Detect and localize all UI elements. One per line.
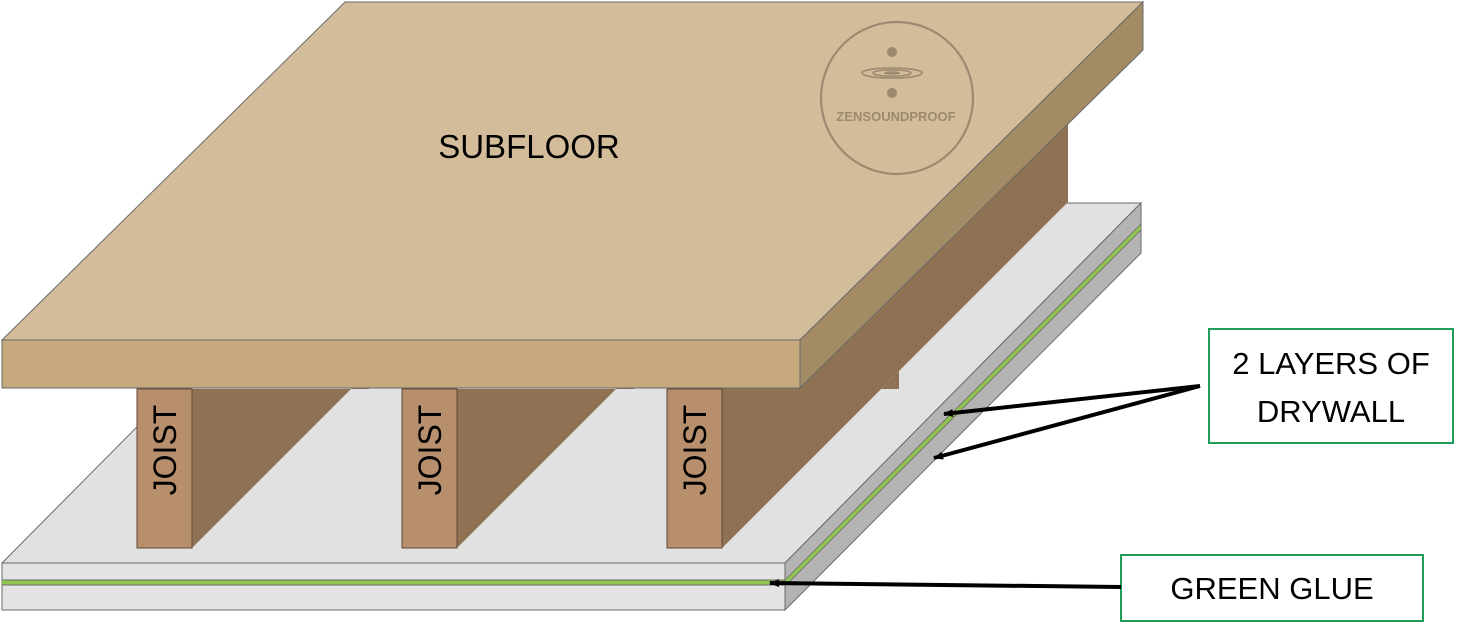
drywall-callout-box	[1208, 328, 1454, 444]
joist-2	[401, 371, 634, 549]
subfloor-front-face	[1, 339, 801, 389]
green-glue-arrow	[769, 579, 1122, 589]
zensoundproof-logo: ZENSOUNDPROOF	[819, 20, 975, 176]
green-glue-callout-box	[1120, 554, 1424, 622]
logo-text: ZENSOUNDPROOF	[836, 109, 955, 124]
subfloor	[0, 0, 1145, 390]
joist-1	[136, 371, 369, 549]
drywall-callout: 2 LAYERS OF DRYWALL	[1208, 328, 1454, 444]
joist-1-side	[192, 371, 369, 548]
joist-2-front	[401, 388, 458, 549]
joist-2-label: JOIST	[412, 405, 448, 496]
drywall-arrow-upper	[943, 384, 1201, 417]
joist-3-label: JOIST	[677, 405, 713, 496]
drywall-front-face	[1, 562, 786, 611]
drywall-callout-line-2: DRYWALL	[1257, 394, 1405, 429]
drywall-callout-line-1: 2 LAYERS OF	[1232, 346, 1430, 381]
joist-1-label: JOIST	[147, 405, 183, 496]
joist-2-side	[457, 371, 634, 548]
subfloor-label: SUBFLOOR	[438, 128, 620, 165]
green-glue-front	[2, 580, 785, 585]
joist-back-side	[722, 120, 1068, 548]
subfloor-side-face	[799, 0, 1144, 390]
green-glue-callout: GREEN GLUE	[1120, 554, 1424, 622]
green-glue-callout-label: GREEN GLUE	[1170, 571, 1373, 606]
joist-1-front	[136, 388, 193, 549]
drywall-arrow-lower	[933, 384, 1201, 460]
